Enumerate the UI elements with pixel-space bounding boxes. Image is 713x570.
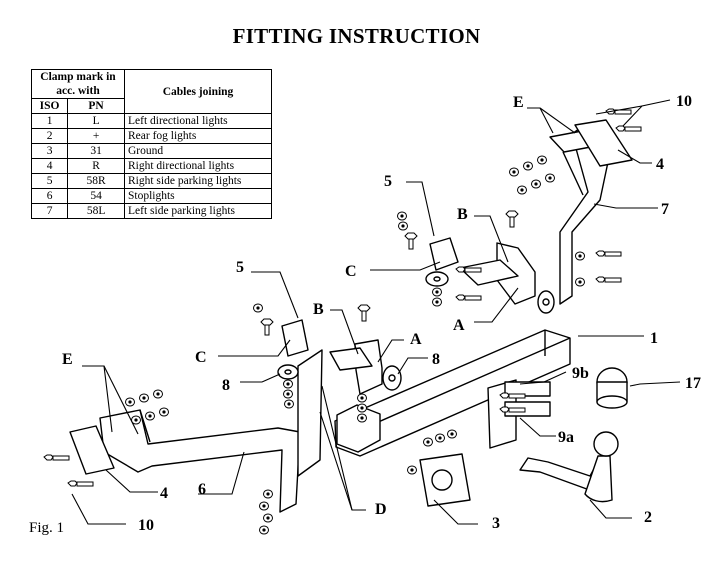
label-5-left: 5 [236, 259, 244, 276]
label-1: 1 [650, 330, 658, 347]
label-5-top: 5 [384, 173, 392, 190]
page-title: FITTING INSTRUCTION [232, 24, 481, 48]
washer-8 [277, 271, 555, 391]
label-4-top: 4 [656, 156, 664, 173]
label-8-right: 8 [432, 351, 440, 368]
bracket-a-right [459, 242, 536, 305]
label-b-top: B [457, 206, 468, 223]
label-6: 6 [198, 481, 206, 498]
bracket-6 [99, 349, 323, 513]
label-7: 7 [661, 201, 669, 218]
header-clamp-mark: Clamp mark in acc. with [31, 69, 125, 99]
pn-cell: 58R [67, 173, 125, 189]
label-b-left: B [313, 301, 324, 318]
header-cables-joining: Cables joining [124, 69, 272, 114]
bracket-c-left [281, 319, 309, 357]
label-17: 17 [685, 375, 701, 392]
ball-cap-17 [596, 367, 628, 409]
figure-label: Fig. 1 [29, 520, 65, 536]
crossbeam-1 [334, 329, 571, 457]
bracket-4-left [69, 425, 115, 475]
bracket-a-left [329, 339, 383, 395]
mount-plate [487, 379, 551, 449]
label-d: D [375, 501, 387, 518]
iso-cell: 4 [30, 158, 69, 174]
label-10-bottom: 10 [138, 517, 154, 534]
bracket-c-right [429, 237, 459, 271]
leader-lines [71, 99, 681, 525]
header-pn: PN [67, 98, 125, 114]
label-3: 3 [492, 515, 500, 532]
cable-desc-cell: Right directional lights [124, 158, 272, 174]
label-a-left: A [410, 331, 422, 348]
bracket-4-top [574, 119, 633, 167]
label-e-top: E [513, 94, 524, 111]
label-c-left: C [195, 349, 207, 366]
iso-cell: 7 [30, 203, 69, 219]
cables-table: Clamp mark in acc. with Cables joining I… [30, 69, 272, 219]
label-4-left: 4 [160, 485, 168, 502]
cable-desc-cell: Right side parking lights [124, 173, 272, 189]
label-9b: 9b [572, 365, 589, 382]
label-c-top: C [345, 263, 357, 280]
label-8-left: 8 [222, 377, 230, 394]
label-9a: 9a [558, 429, 574, 446]
cable-desc-cell: Stoplights [124, 188, 272, 204]
label-e-left: E [62, 351, 73, 368]
label-2: 2 [644, 509, 652, 526]
label-a-top: A [453, 317, 465, 334]
label-10-top: 10 [676, 93, 692, 110]
socket-plate-3 [419, 453, 471, 507]
pn-cell: 58L [67, 203, 125, 219]
cable-desc-cell: Left side parking lights [124, 203, 272, 219]
towball-2 [519, 431, 619, 503]
